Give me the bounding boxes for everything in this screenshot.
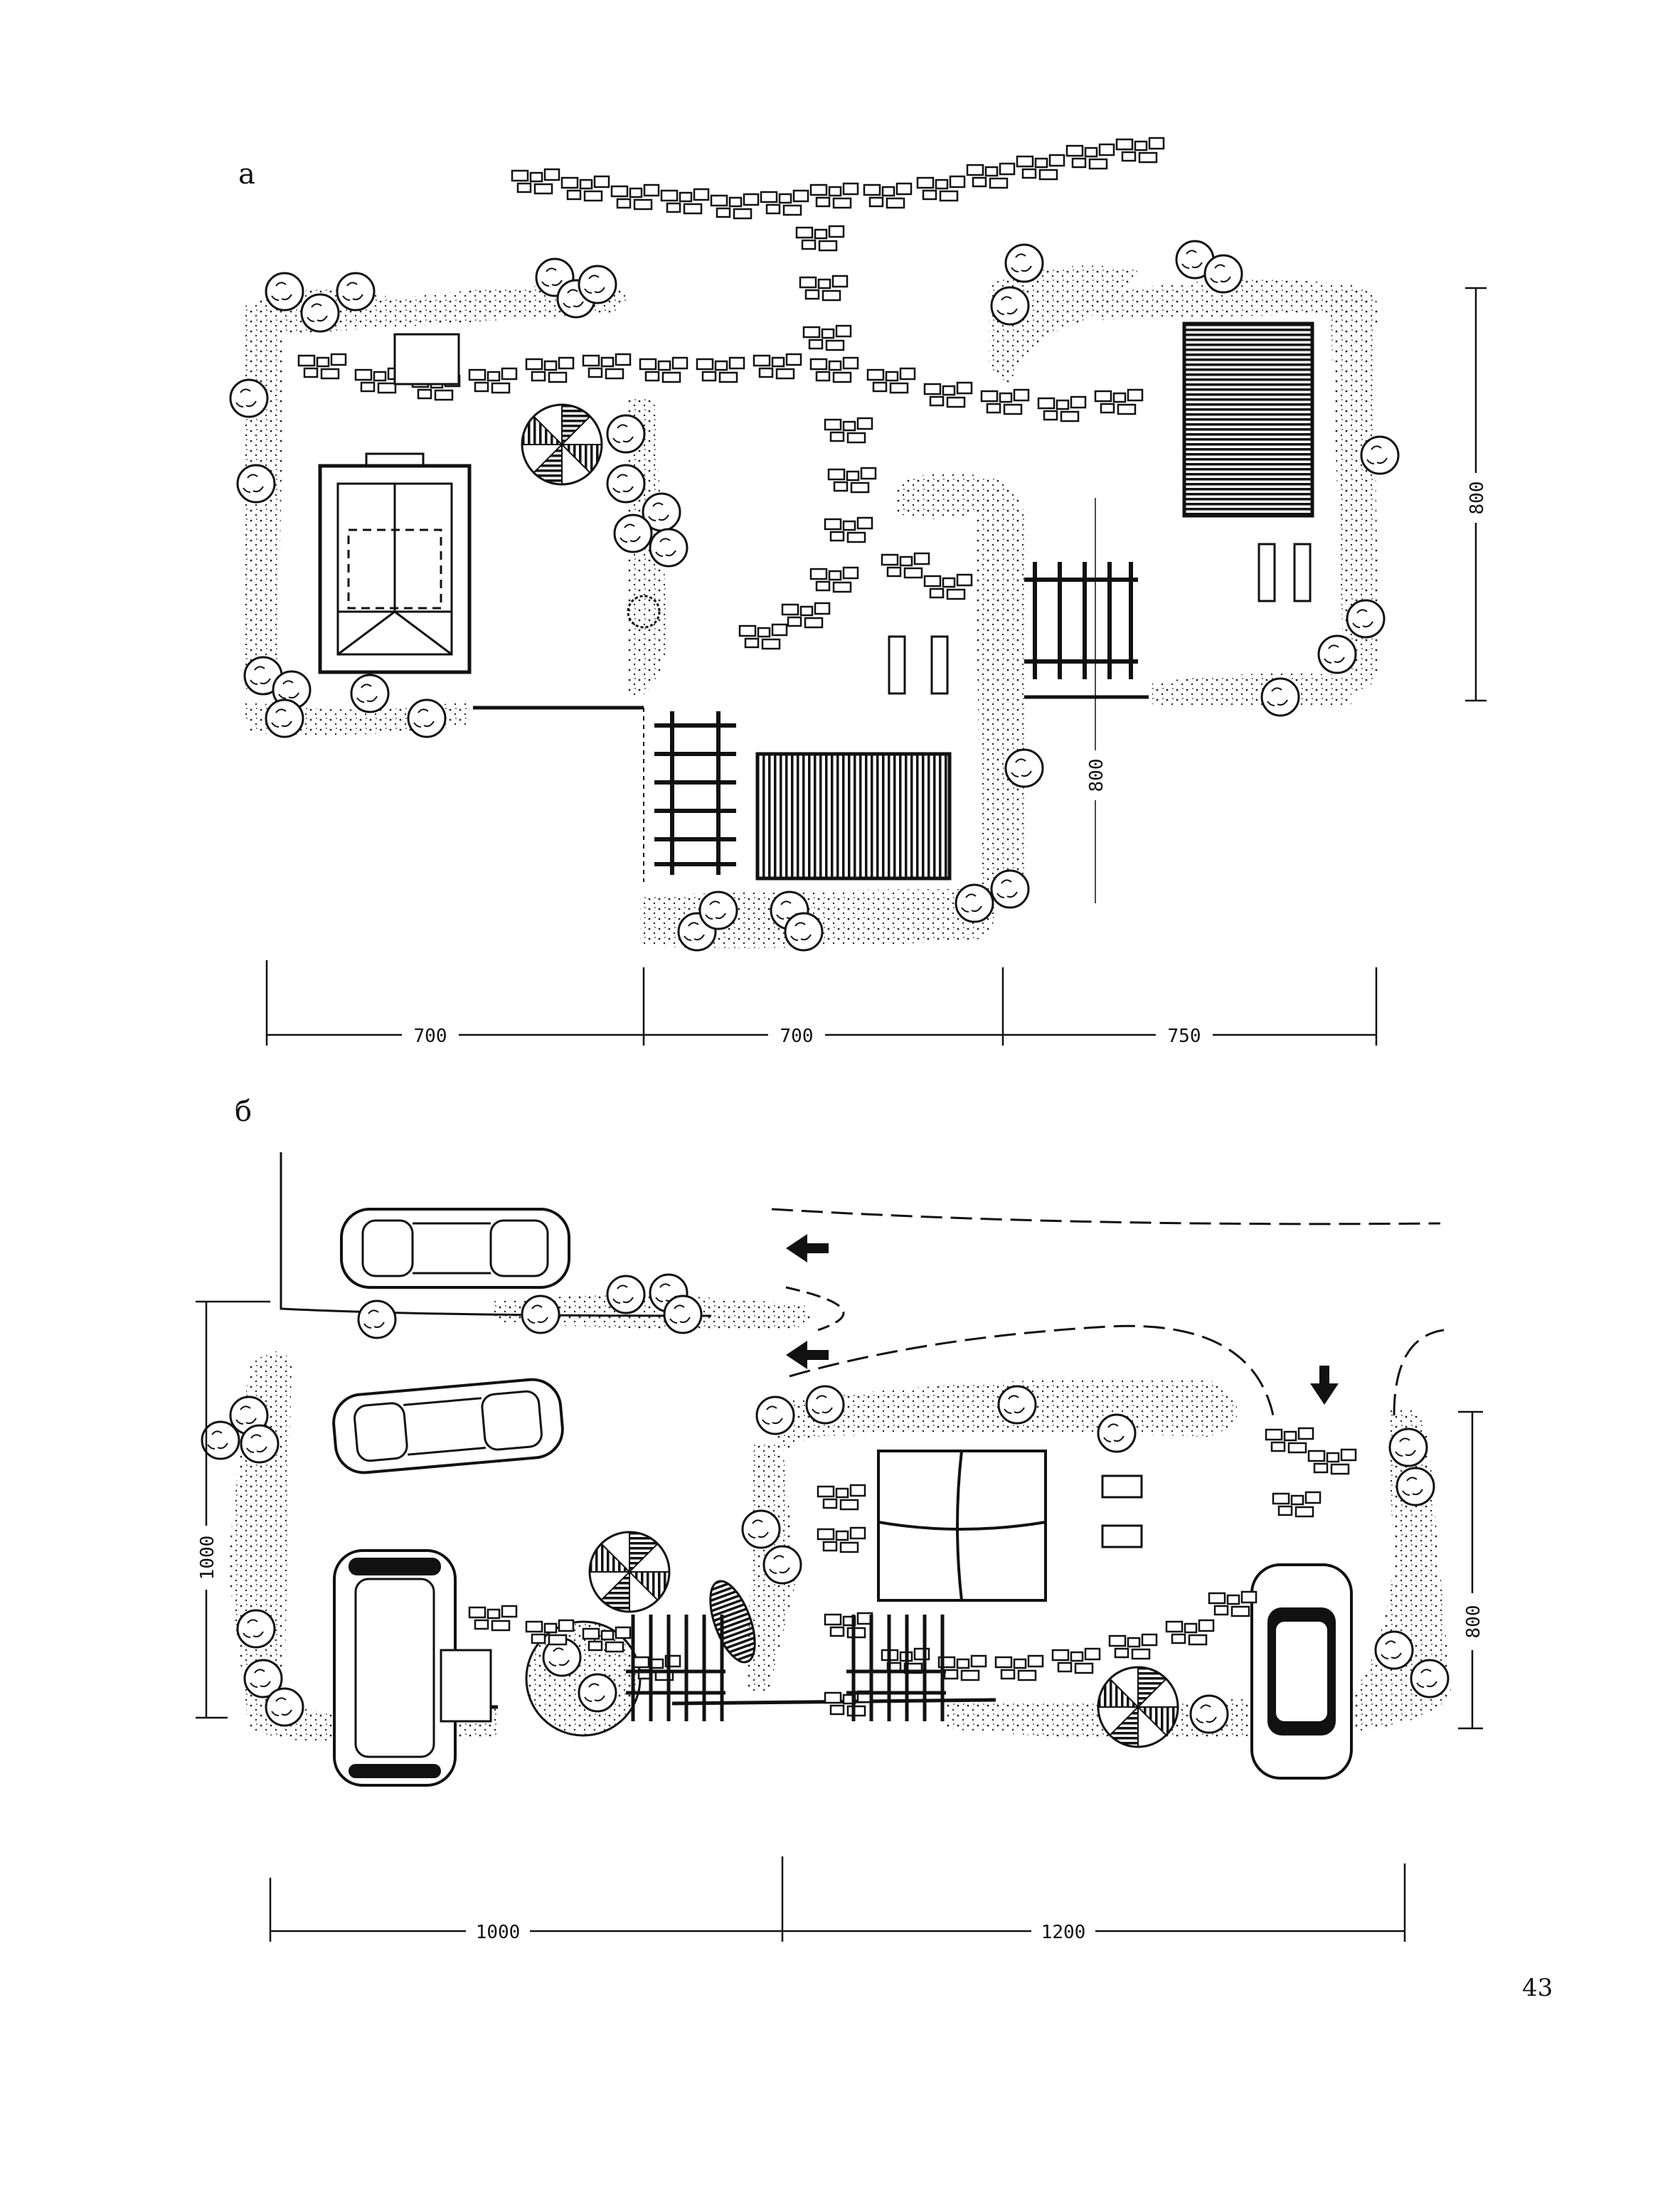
car-right — [1250, 1563, 1353, 1780]
figure-a: 700 700 750 800 800 — [229, 137, 1488, 1047]
table-b — [440, 1649, 492, 1723]
umbrella-a — [521, 403, 603, 486]
tent — [877, 1450, 1047, 1602]
court-a-right — [1182, 321, 1314, 518]
bench-b-1 — [1101, 1474, 1143, 1499]
car-van — [333, 1549, 457, 1787]
page-number: 43 — [1522, 1974, 1553, 2002]
dim-b-bottom-2: 1200 — [1041, 1922, 1086, 1943]
dim-b-bottom-1: 1000 — [476, 1922, 521, 1943]
bench-a-right-2 — [1293, 543, 1312, 602]
bench-a — [393, 333, 460, 386]
dim-a-right-upper: 800 — [1467, 482, 1488, 515]
dim-a-bottom-2: 700 — [780, 1026, 814, 1047]
bench-a-mid-1 — [888, 635, 906, 695]
umbrella-b-right — [1097, 1666, 1179, 1748]
bench-b-2 — [1101, 1524, 1143, 1548]
bench-a-mid-2 — [930, 635, 949, 695]
pergola-a-left — [654, 711, 736, 875]
umbrella-b-left — [588, 1531, 671, 1613]
pergola-b-left — [626, 1615, 725, 1721]
dim-a-bottom-1: 700 — [414, 1026, 447, 1047]
entry-arrows — [786, 1234, 1339, 1405]
car-parked-top — [340, 1208, 570, 1289]
dim-b-right: 800 — [1463, 1605, 1484, 1639]
figure-b-label: б — [235, 1095, 252, 1128]
terrace-a-bottom — [755, 752, 952, 881]
dimensions-b — [196, 1300, 1483, 1942]
pergola-a-right — [1024, 562, 1138, 679]
dim-a-right-middle: 800 — [1086, 759, 1107, 792]
dim-a-bottom-3: 750 — [1168, 1026, 1201, 1047]
walls-a — [473, 695, 1149, 882]
pergola-b-right — [846, 1615, 946, 1721]
pavilion — [318, 452, 472, 674]
figure-b: 1000 1200 1000 800 — [196, 1152, 1484, 1943]
shrub-a — [627, 595, 661, 629]
dim-b-left: 1000 — [197, 1536, 218, 1580]
car-open-doors — [329, 1376, 567, 1477]
figure-a-label: а — [238, 158, 255, 191]
lounger-b — [709, 1580, 756, 1664]
bench-a-right-1 — [1258, 543, 1276, 602]
